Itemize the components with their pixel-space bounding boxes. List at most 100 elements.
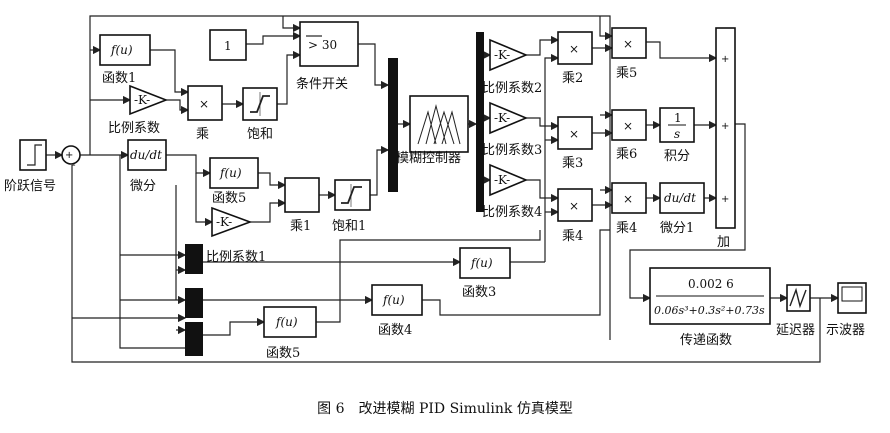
gain3-block[interactable]: -K- <box>489 101 529 135</box>
derivative1-label: 微分1 <box>660 221 694 236</box>
fcn4-label: 函数4 <box>378 323 412 338</box>
saturation-label: 饱和 <box>247 127 273 142</box>
derivative-block[interactable]: du/dt <box>127 139 167 171</box>
delay-block[interactable] <box>786 284 811 312</box>
scope-block[interactable] <box>837 282 867 314</box>
svg-text:-K-: -K- <box>494 173 510 187</box>
mult1-block[interactable] <box>284 177 320 213</box>
svg-text:×: × <box>569 127 579 141</box>
gain4-label: 比例系数4 <box>482 205 542 220</box>
signal-wires <box>46 15 840 363</box>
mult4-label: 乘4 <box>562 229 583 244</box>
scope-label: 示波器 <box>826 323 865 338</box>
mult-label: 乘 <box>196 127 209 142</box>
gain2-label: 比例系数2 <box>482 81 542 96</box>
svg-text:×: × <box>569 199 579 213</box>
fcn4-block[interactable]: f(u) <box>371 284 423 316</box>
mult2-block[interactable]: × <box>557 31 593 65</box>
svg-text:×: × <box>623 37 633 51</box>
error-sum-junction: + - <box>61 145 81 171</box>
svg-text:×: × <box>569 42 579 56</box>
gain-label: 比例系数 <box>108 121 160 136</box>
fuzzy-label: 模糊控制器 <box>396 150 461 166</box>
saturation1-label: 饱和1 <box>332 219 366 234</box>
svg-text:+: + <box>721 121 729 132</box>
svg-text:0.002 6: 0.002 6 <box>688 277 734 291</box>
svg-text:×: × <box>199 97 209 111</box>
sum-label: 加 <box>717 235 730 250</box>
svg-text:1: 1 <box>224 39 232 53</box>
derivative1-block[interactable]: du/dt <box>659 182 705 214</box>
fcn5-bottom-block[interactable]: f(u) <box>263 306 317 338</box>
derivative-label: 微分 <box>130 179 156 194</box>
gain-middle-block[interactable]: -K- <box>211 206 253 238</box>
svg-text:f(u): f(u) <box>275 315 298 329</box>
svg-text:-K-: -K- <box>494 111 510 125</box>
svg-text:0.06s³+0.3s²+0.73s: 0.06s³+0.3s²+0.73s <box>654 304 765 317</box>
mult6-block[interactable]: × <box>611 109 647 141</box>
mux-bar <box>388 58 398 192</box>
integrator-label: 积分 <box>664 149 690 164</box>
mult-lower-right-label: 乘4 <box>616 221 637 236</box>
mult3-label: 乘3 <box>562 156 583 171</box>
saturation1-block[interactable] <box>334 179 371 211</box>
svg-text:1: 1 <box>674 111 682 125</box>
gain3-label: 比例系数3 <box>482 143 542 158</box>
svg-text:du/dt: du/dt <box>664 191 696 205</box>
svg-text:s: s <box>674 127 680 141</box>
svg-text:f(u): f(u) <box>110 43 133 57</box>
mult4-block[interactable]: × <box>557 188 593 222</box>
svg-text:×: × <box>623 192 633 206</box>
fcn3-block[interactable]: f(u) <box>459 247 511 279</box>
gain1-label: 比例系数1 <box>206 250 266 265</box>
step-source-block[interactable] <box>19 139 47 171</box>
fcn5-middle-block[interactable]: f(u) <box>209 157 259 189</box>
integrator-block[interactable]: 1 s <box>659 107 695 143</box>
gain4-block[interactable]: -K- <box>489 163 529 197</box>
svg-text:+: + <box>721 194 729 205</box>
delay-label: 延迟器 <box>776 323 815 338</box>
gain-block[interactable]: -K- <box>129 84 169 116</box>
bus-bar-gain1 <box>185 244 203 274</box>
mult6-label: 乘6 <box>616 147 637 162</box>
sum-block[interactable]: + + + <box>715 27 736 229</box>
svg-text:-K-: -K- <box>494 48 510 62</box>
mult-block[interactable]: × <box>187 85 223 121</box>
svg-text:> 30: > 30 <box>308 38 337 52</box>
fcn3-label: 函数3 <box>462 285 496 300</box>
transfer-function-label: 传递函数 <box>680 333 732 348</box>
svg-text:f(u): f(u) <box>382 293 405 307</box>
svg-text:×: × <box>623 119 633 133</box>
svg-text:-K-: -K- <box>216 215 232 229</box>
saturation-block[interactable] <box>242 87 278 121</box>
svg-text:+: + <box>721 54 729 65</box>
svg-text:+: + <box>65 150 73 161</box>
bus-bar-fcn5 <box>185 322 203 356</box>
step-label: 阶跃信号 <box>4 179 56 194</box>
fcn1-label: 函数1 <box>102 71 136 86</box>
fcn5-bottom-label: 函数5 <box>266 346 300 361</box>
svg-text:f(u): f(u) <box>470 256 493 270</box>
gain2-block[interactable]: -K- <box>489 38 529 72</box>
mult5-block[interactable]: × <box>611 27 647 59</box>
mult-lower-right-block[interactable]: × <box>611 182 647 214</box>
transfer-function-block[interactable]: 0.002 6 0.06s³+0.3s²+0.73s <box>649 267 771 325</box>
mult2-label: 乘2 <box>562 71 583 86</box>
switch-block[interactable]: > 30 <box>299 21 359 67</box>
svg-text:f(u): f(u) <box>219 166 242 180</box>
switch-label: 条件开关 <box>296 76 348 92</box>
constant-one-block[interactable]: 1 <box>209 29 247 61</box>
figure-caption: 图 6 改进模糊 PID Simulink 仿真模型 <box>317 401 573 417</box>
svg-text:-: - <box>72 160 76 171</box>
fcn5-middle-label: 函数5 <box>212 191 246 206</box>
svg-text:-K-: -K- <box>134 93 150 107</box>
fuzzy-controller-block[interactable] <box>409 95 469 153</box>
bus-bar-fcn4 <box>185 288 203 318</box>
svg-text:du/dt: du/dt <box>130 148 162 162</box>
mult3-block[interactable]: × <box>557 116 593 150</box>
mult1-label: 乘1 <box>290 219 311 234</box>
mult5-label: 乘5 <box>616 66 637 81</box>
fcn1-block[interactable]: f(u) <box>99 34 151 66</box>
demux-bar <box>476 32 484 212</box>
